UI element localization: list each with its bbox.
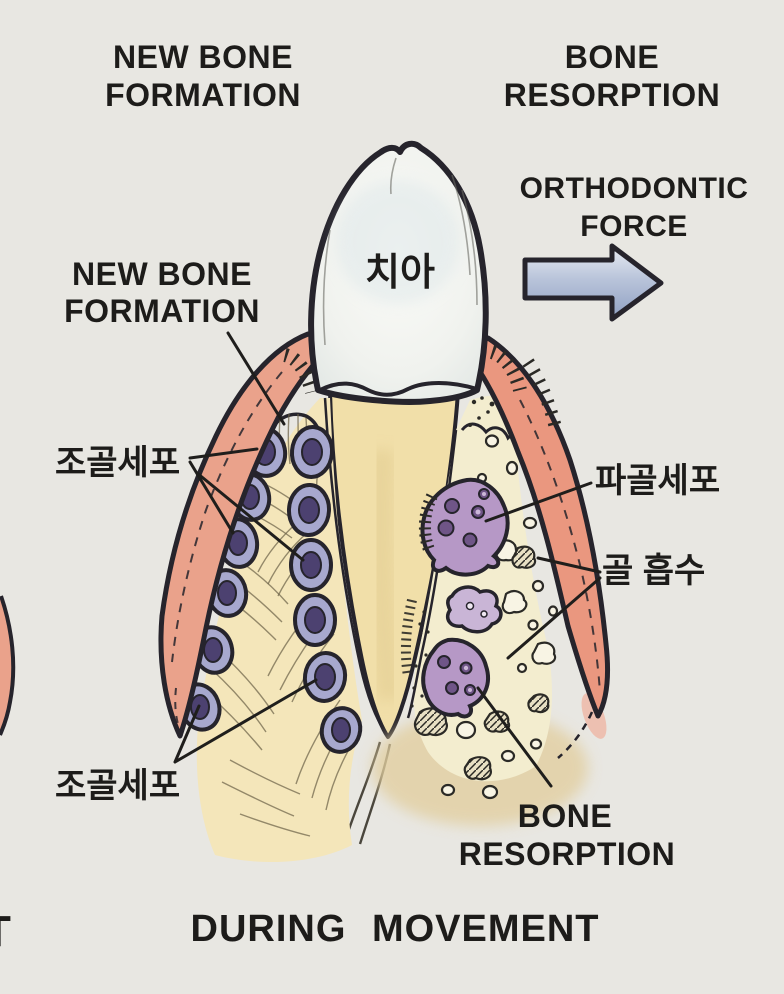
tooth-root: [328, 390, 460, 845]
label-new-bone-formation-mid-line1: NEW BONE: [72, 256, 252, 292]
gum-tip-dashed-line: [557, 711, 594, 759]
leader-new-bone-formation: [226, 331, 286, 426]
osteoblast-cell: [286, 483, 332, 537]
enamel-tint: [336, 180, 460, 304]
orthodontic-force-arrow-icon: [522, 243, 664, 322]
adjacent-panel-fragment: [0, 595, 16, 736]
osteoclast-nucleus: [462, 532, 478, 548]
label-new-bone-formation-mid-line2: FORMATION: [64, 293, 260, 329]
label-new-bone-formation-top-line2: FORMATION: [105, 77, 301, 113]
leader-bone-resorption-ko: [506, 556, 602, 660]
gum-tip-wash: [581, 693, 607, 739]
cropped-letter-fragment: T: [0, 907, 11, 956]
alveolar-bone-right: [372, 395, 588, 826]
cervical-line: [319, 381, 478, 397]
osteoblast-cell: [289, 425, 335, 479]
enamel-shading-lines: [322, 157, 478, 346]
gum-dashed-line: [174, 687, 183, 737]
label-new-bone-formation-top-line1: NEW BONE: [113, 39, 293, 75]
label-orthodontic-force-line2: FORCE: [580, 210, 688, 243]
ruffled-border: [419, 493, 438, 555]
periodontal-ligament-line-right: [406, 429, 458, 719]
osteoclast-cell: [419, 477, 510, 577]
label-osteoblast-upper-ko: 조골세포: [55, 444, 180, 482]
label-bone-resorption-top-line1: BONE: [565, 39, 659, 75]
osteoclast-nucleus: [444, 498, 460, 514]
osteoclast-nucleus: [437, 519, 455, 537]
gum-crest-hatching: [522, 358, 563, 432]
label-orthodontic-force-line1: ORTHODONTIC: [520, 172, 749, 205]
label-osteoblast-lower-ko: 조골세포: [55, 767, 180, 805]
osteoclast-nucleus: [437, 655, 451, 669]
fiber-texture: [221, 759, 311, 837]
leader-bone-resorption-bottom: [476, 686, 553, 788]
leader-osteoblast-lower: [173, 678, 318, 764]
gum-dashed-line: [171, 371, 283, 663]
label-bone-resorption-bottom-line2: RESORPTION: [459, 836, 676, 872]
resorption-bay-cell: [445, 585, 503, 634]
label-bone-resorption-ko: 골 흡수: [602, 552, 705, 590]
osteoblast-nucleus: [217, 580, 237, 606]
osteoblast-cell: [319, 706, 363, 754]
tooth-crown: [308, 140, 489, 405]
osteoblast-layer: [178, 425, 363, 754]
osteoblast-nucleus: [298, 496, 320, 524]
label-bone-resorption-bottom-line1: BONE: [518, 798, 612, 834]
osteoblast-cell: [302, 651, 348, 703]
leader-lines: [173, 331, 602, 788]
osteoblast-nucleus: [301, 438, 323, 466]
osteoblast-nucleus: [304, 606, 326, 634]
gum-right: [474, 335, 611, 759]
root-wash: [367, 449, 403, 702]
leader-osteoclast: [484, 481, 593, 523]
gum-left: [158, 331, 321, 739]
label-bone-resorption-top-line2: RESORPTION: [504, 77, 721, 113]
osteoclast-cell: [400, 598, 490, 719]
leader-osteoblast-upper: [188, 447, 305, 562]
osteoblast-cell: [293, 593, 337, 647]
osteoclast-nucleus: [445, 681, 459, 695]
caption-during-movement: DURING MOVEMENT: [191, 908, 600, 950]
label-osteoclast-ko: 파골세포: [595, 462, 720, 500]
trabecular-spicules: [413, 545, 550, 781]
ruffled-border: [400, 598, 417, 677]
osteoblast-nucleus: [314, 663, 336, 691]
osteoblast-nucleus: [203, 637, 223, 663]
osteoblast-cell: [289, 538, 333, 592]
label-tooth-ko: 치아: [365, 252, 435, 294]
osteoblast-nucleus: [300, 551, 322, 579]
gum-dashed-line: [519, 399, 601, 693]
osteoblast-nucleus: [331, 717, 351, 743]
gum-crest-hatching: [282, 348, 319, 394]
